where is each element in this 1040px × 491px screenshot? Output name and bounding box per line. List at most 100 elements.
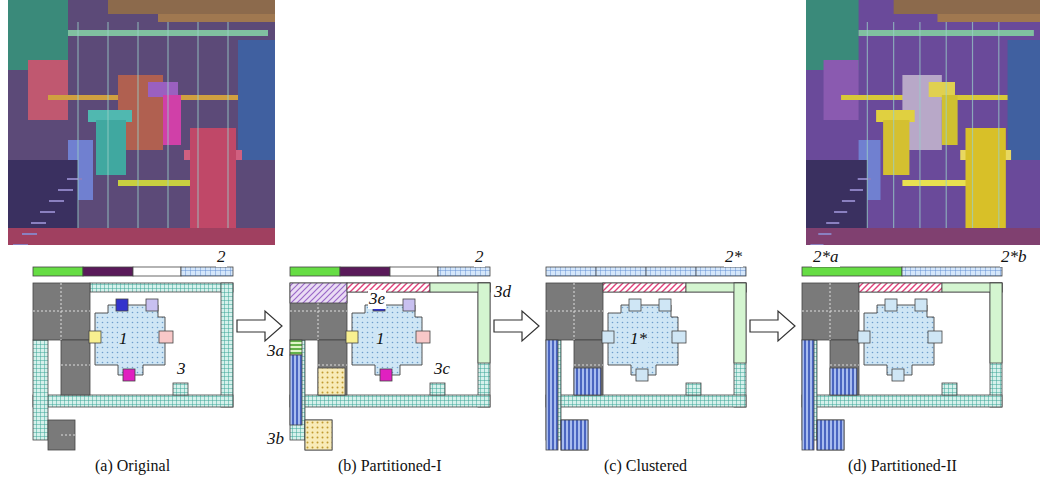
partition-part [734,283,746,363]
grey-block [802,283,859,340]
step-arrow [237,311,282,341]
frame-part [173,383,188,395]
bar-divider [696,267,697,276]
partition-part [546,340,558,450]
cluster-member [602,331,614,343]
partition-part [817,420,844,450]
grid-line [574,365,603,366]
stair-step [67,178,82,180]
scene-part [942,95,958,145]
grey-block [830,340,859,395]
grid-line [318,365,347,366]
scene-part [238,40,275,160]
partition-part [574,368,601,395]
frame-part [430,383,445,395]
scene-part [8,228,275,245]
grey-block [817,420,844,450]
scene-part [190,128,236,245]
callout-number: 3c [433,360,451,379]
callout-number: 1 [118,330,129,349]
partition-part [318,368,345,395]
scene-part [1008,40,1040,160]
grid-line [33,311,90,312]
grey-block [290,283,347,340]
callout-number: 3 [176,360,187,379]
bar-divider [646,267,647,276]
bar-segment [546,267,746,276]
panel-caption: (c) Clustered [603,457,688,475]
stair-step [810,244,823,245]
bar-segment [340,267,390,276]
central-cluster [864,305,934,375]
cluster-member [380,369,392,381]
callout-number: 1 [375,330,386,349]
frame-part [290,395,490,407]
partition-part [603,283,686,292]
frame-part [802,395,1002,407]
frame-part [859,283,1002,292]
scene-part [929,82,955,97]
frame-part [686,383,701,395]
stair-step [826,222,839,224]
cluster-member [346,331,358,343]
scene-part [937,14,1040,22]
scene-part [806,0,1040,245]
frame-part [942,383,957,395]
grid-line [546,311,603,312]
cluster-member [89,331,101,343]
grey-block [48,420,75,450]
frame-part [734,283,746,407]
frame-line [227,22,228,228]
scene-part [158,14,275,22]
grey-block [574,340,603,395]
grey-block [305,420,332,450]
central-cluster [95,305,165,375]
callout-number: 3b [266,430,285,449]
stair-step [13,244,28,245]
stair-step [40,211,55,213]
scene-part [894,0,1040,14]
grey-block [318,340,347,395]
bar-segment [181,267,233,276]
bar-segment [83,267,133,276]
partition-part [802,340,814,450]
cluster-member [672,331,686,343]
stair-step [858,178,871,180]
stair-step [31,222,46,224]
stair-step [22,233,37,235]
scene-part [163,95,181,145]
frame-part [33,395,233,407]
partition-part [290,283,347,303]
frame-line [919,22,920,228]
grid-line [61,365,90,366]
rendered-view-original [8,0,275,245]
cluster-member [629,299,641,311]
frame-line [107,22,108,228]
bar-segment [802,267,902,276]
callout-number: 2 [474,248,485,267]
stair-step [850,189,863,191]
frame-part [33,340,48,440]
floor-plan-c [546,267,746,450]
stair-step [842,200,855,202]
stair-step [834,211,847,213]
stair-step [49,200,64,202]
frame-line [197,22,198,228]
bar-segment [902,267,1002,276]
panel-caption: (d) Partitioned-II [847,457,958,475]
floor-plan-d [802,267,1002,450]
frame-line [972,22,973,228]
cluster-member [159,331,173,343]
frame-line [167,22,168,228]
illustration-group [8,0,1040,450]
grey-block [546,283,603,340]
bar-segment [390,267,438,276]
grey-block [61,340,90,395]
frame-part [546,395,746,407]
cluster-member [636,369,648,381]
cluster-member [858,331,870,343]
frame-line [893,22,894,228]
cluster-member [116,299,128,311]
frame-part [90,283,233,292]
